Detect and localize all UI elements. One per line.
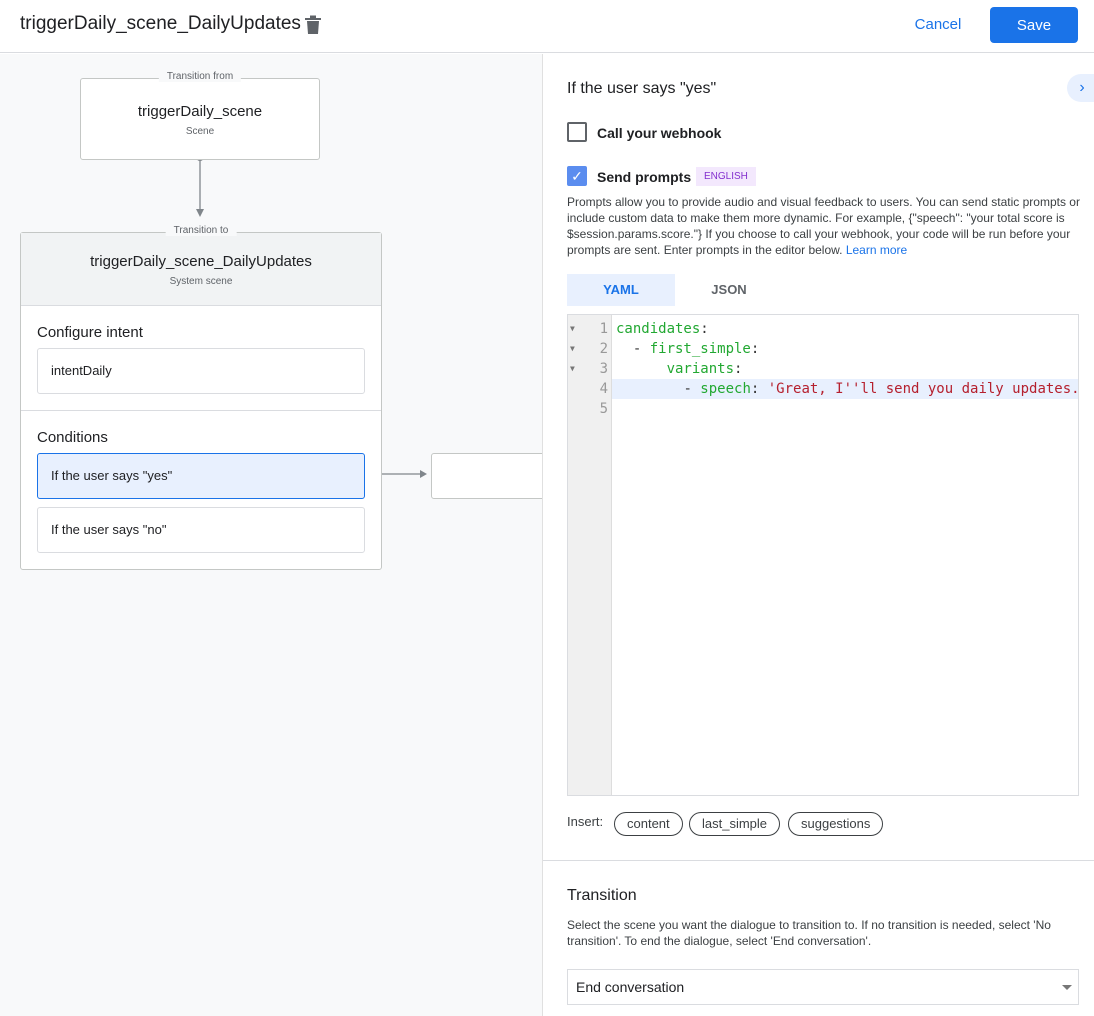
transition-heading: Transition — [567, 887, 637, 904]
cancel-button[interactable]: Cancel — [902, 8, 974, 42]
intent-item[interactable]: intentDaily — [37, 348, 365, 394]
divider — [543, 860, 1094, 861]
to-scene-name: triggerDaily_scene_DailyUpdates — [90, 253, 312, 270]
dropdown-caret-icon — [1062, 985, 1072, 990]
webhook-label: Call your webhook — [597, 125, 722, 141]
save-button[interactable]: Save — [990, 7, 1078, 43]
to-scene-type: System scene — [169, 276, 233, 287]
panel-heading: If the user says "yes" — [567, 80, 717, 97]
condition-yes[interactable]: If the user says "yes" — [37, 453, 365, 499]
code-indent — [616, 381, 683, 397]
code-colon: : — [750, 341, 760, 357]
code-colon: : — [700, 321, 709, 337]
editor-gutter — [568, 315, 612, 795]
conditions-heading: Conditions — [37, 429, 108, 446]
code-indent — [616, 361, 667, 377]
code-key: variants — [666, 361, 735, 377]
arrow-head-icon — [420, 470, 427, 478]
check-icon: ✓ — [571, 168, 583, 184]
line-number: 3 — [599, 361, 608, 377]
from-scene-name: triggerDaily_scene — [137, 103, 263, 120]
transition-selected-value: End conversation — [576, 979, 685, 995]
fold-toggle-icon[interactable]: ▼ — [570, 324, 575, 333]
from-scene-type: Scene — [185, 126, 215, 137]
insert-chip-content[interactable]: content — [614, 812, 683, 836]
insert-chip-last-simple[interactable]: last_simple — [689, 812, 781, 836]
scene-title: triggerDaily_scene_DailyUpdates — [20, 13, 301, 34]
code-colon: : — [734, 361, 743, 377]
transition-description: Select the scene you want the dialogue t… — [567, 918, 1051, 948]
transition-from-legend: Transition from — [158, 71, 242, 82]
code-key: first_simple — [649, 341, 751, 357]
code-line[interactable]: ▼ 2 - first_simple: — [568, 339, 1078, 359]
trash-icon[interactable] — [304, 15, 322, 35]
code-key: candidates — [616, 321, 701, 337]
description-text: Prompts allow you to provide audio and v… — [567, 195, 1080, 257]
send-prompts-label: Send prompts — [597, 169, 692, 185]
learn-more-link[interactable]: Learn more — [845, 243, 908, 257]
line-number: 1 — [599, 321, 608, 337]
code-line[interactable]: 4 - speech: 'Great, I''ll send you daily… — [568, 379, 1078, 399]
to-node-header[interactable]: Transition to triggerDaily_scene_DailyUp… — [21, 225, 381, 306]
webhook-checkbox[interactable] — [567, 122, 587, 142]
code-key: speech — [700, 381, 751, 397]
fold-toggle-icon[interactable]: ▼ — [570, 344, 575, 353]
line-number: 2 — [599, 341, 608, 357]
code-colon: : — [750, 381, 768, 397]
prompts-description: Prompts allow you to provide audio and v… — [567, 194, 1087, 258]
code-editor[interactable]: ▼ 1 candidates: ▼ 2 - first_simple: ▼ 3 varian… — [567, 314, 1079, 796]
code-indent — [616, 341, 633, 357]
insert-chip-suggestions[interactable]: suggestions — [788, 812, 884, 836]
target-node-placeholder[interactable] — [431, 453, 542, 499]
line-number: 4 — [599, 381, 608, 397]
transition-to-node: Transition to triggerDaily_scene_DailyUp… — [20, 225, 382, 570]
code-dash: - — [632, 341, 650, 357]
condition-panel: › If the user says "yes" Call your webho… — [542, 54, 1094, 1016]
arrow-head-icon — [196, 209, 204, 217]
code-line[interactable]: ▼ 3 variants: — [568, 359, 1078, 379]
code-line[interactable]: 5 — [568, 399, 1078, 419]
tab-json[interactable]: JSON — [711, 282, 747, 297]
code-line[interactable]: ▼ 1 candidates: — [568, 319, 1078, 339]
condition-no[interactable]: If the user says "no" — [37, 507, 365, 553]
tab-yaml[interactable]: YAML — [567, 274, 675, 306]
insert-label: Insert: — [567, 814, 604, 829]
collapse-panel-chevron-right-icon[interactable]: › — [1067, 74, 1094, 102]
fold-toggle-icon[interactable]: ▼ — [570, 364, 575, 373]
transition-to-legend: Transition to — [165, 225, 237, 236]
line-number: 5 — [599, 401, 608, 417]
code-value: 'Great, I''ll send you daily updates. — [767, 381, 1078, 397]
flow-canvas[interactable]: Transition from triggerDaily_scene Scene… — [0, 54, 542, 1016]
configure-intent-heading: Configure intent — [37, 324, 143, 341]
top-bar: triggerDaily_scene_DailyUpdates Cancel S… — [0, 0, 1094, 53]
transition-select[interactable]: End conversation — [567, 969, 1079, 1005]
language-badge: ENGLISH — [696, 167, 756, 186]
send-prompts-checkbox[interactable]: ✓ — [567, 166, 587, 186]
transition-from-node[interactable]: Transition from triggerDaily_scene Scene — [80, 71, 320, 160]
code-dash: - — [683, 381, 701, 397]
divider — [21, 410, 381, 411]
